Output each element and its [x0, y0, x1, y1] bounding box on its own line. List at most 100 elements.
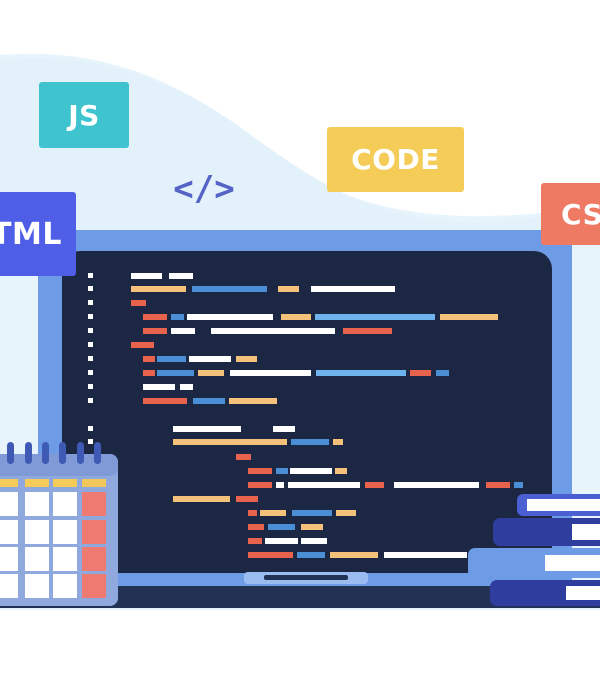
- code-tag-icon: </>: [173, 169, 235, 209]
- code-token: [131, 342, 154, 348]
- calendar-ring: [42, 442, 49, 464]
- laptop-base: [0, 586, 600, 608]
- code-token: [173, 426, 241, 432]
- book-4-pages: [566, 586, 600, 600]
- code-token: [288, 482, 360, 488]
- code-token: [143, 384, 175, 390]
- code-token: [290, 468, 332, 474]
- code-token: [236, 496, 258, 502]
- code-token: [131, 273, 162, 279]
- calendar-header-cell: [82, 479, 106, 487]
- calendar-day-cell: [53, 547, 77, 571]
- calendar-day-cell: [25, 520, 49, 544]
- code-token: [248, 552, 293, 558]
- code-token: [486, 482, 510, 488]
- code-token: [157, 370, 194, 376]
- calendar-day-cell: [0, 492, 18, 516]
- calendar-day-cell: [53, 520, 77, 544]
- code-token: [265, 538, 298, 544]
- calendar-header-cell: [25, 479, 49, 487]
- code-token: [281, 314, 311, 320]
- code-token: [171, 314, 184, 320]
- calendar-day-cell: [82, 520, 106, 544]
- line-number-marker: [88, 384, 93, 389]
- calendar-ring: [7, 442, 14, 464]
- calendar-ring: [59, 442, 66, 464]
- code-token: [440, 314, 498, 320]
- code-token: [193, 398, 225, 404]
- code-token: [171, 328, 195, 334]
- code-token: [336, 510, 356, 516]
- calendar-icon: [0, 442, 118, 606]
- js-badge: JS: [39, 82, 129, 148]
- code-token: [236, 454, 251, 460]
- code-token: [316, 370, 406, 376]
- code-token: [333, 439, 343, 445]
- line-number-marker: [88, 273, 93, 278]
- code-token: [131, 286, 186, 292]
- code-token: [330, 552, 378, 558]
- code-token: [394, 482, 479, 488]
- calendar-day-cell: [82, 547, 106, 571]
- code-token: [248, 468, 272, 474]
- code-token: [278, 286, 299, 292]
- code-token: [301, 538, 327, 544]
- code-token: [365, 482, 384, 488]
- laptop-notch-inner: [264, 575, 348, 580]
- code-token: [143, 356, 155, 362]
- code-token: [143, 398, 187, 404]
- code-token: [236, 356, 257, 362]
- calendar-header-cell: [0, 479, 18, 487]
- calendar-day-cell: [25, 547, 49, 571]
- calendar-ring: [25, 442, 32, 464]
- calendar-day-cell: [0, 574, 18, 598]
- code-token: [292, 510, 332, 516]
- code-token: [143, 370, 155, 376]
- code-token: [143, 328, 167, 334]
- code-badge: CODE: [327, 127, 464, 192]
- code-token: [410, 370, 431, 376]
- line-number-marker: [88, 356, 93, 361]
- calendar-day-cell: [25, 492, 49, 516]
- calendar-day-cell: [25, 574, 49, 598]
- code-token: [268, 524, 295, 530]
- line-number-marker: [88, 300, 93, 305]
- line-number-marker: [88, 370, 93, 375]
- book-1-pages: [527, 499, 600, 511]
- code-token: [260, 510, 286, 516]
- book-3-pages: [545, 555, 600, 571]
- line-number-marker: [88, 286, 93, 291]
- line-number-marker: [88, 398, 93, 403]
- calendar-day-cell: [82, 574, 106, 598]
- line-number-marker: [88, 328, 93, 333]
- code-token: [173, 496, 230, 502]
- line-number-marker: [88, 439, 93, 444]
- code-token: [131, 300, 146, 306]
- code-token: [301, 524, 323, 530]
- code-token: [229, 398, 277, 404]
- code-token: [169, 273, 193, 279]
- code-token: [311, 286, 395, 292]
- code-token: [248, 510, 257, 516]
- code-token: [248, 524, 264, 530]
- code-token: [187, 314, 273, 320]
- code-token: [514, 482, 523, 488]
- code-token: [192, 286, 267, 292]
- calendar-header-cell: [53, 479, 77, 487]
- code-token: [157, 356, 186, 362]
- code-token: [180, 384, 193, 390]
- background-wave-top: [0, 58, 600, 240]
- code-token: [273, 426, 295, 432]
- code-token: [291, 439, 329, 445]
- css-badge: CSS: [541, 183, 600, 245]
- calendar-day-cell: [53, 492, 77, 516]
- books-stack-icon: [468, 494, 600, 606]
- code-token: [436, 370, 449, 376]
- html-badge: HTML: [0, 192, 76, 276]
- calendar-rings: [7, 442, 101, 464]
- code-token: [343, 328, 392, 334]
- calendar-day-cell: [0, 520, 18, 544]
- code-token: [211, 328, 335, 334]
- code-token: [276, 482, 284, 488]
